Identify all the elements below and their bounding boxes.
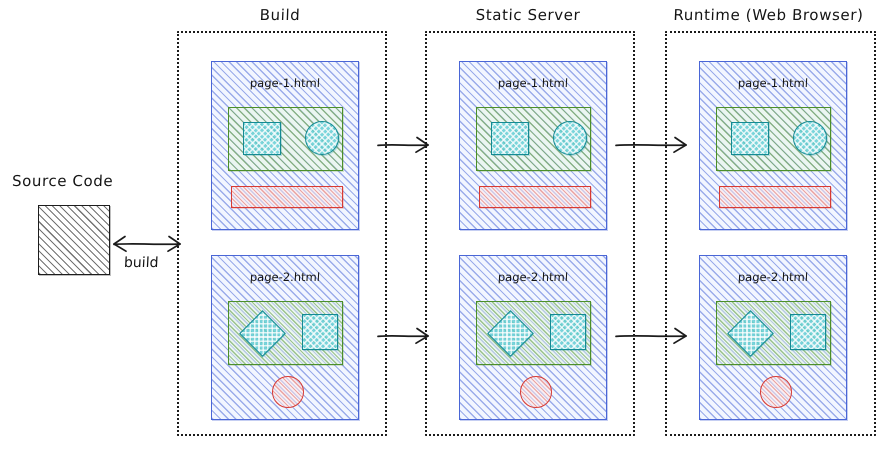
content-shape-diamond <box>727 310 774 357</box>
page-card-runtime-page-1[interactable]: page-1.html <box>699 61 847 230</box>
content-shape-diamond <box>487 310 534 357</box>
page-card-title: page-2.html <box>737 270 809 284</box>
accent-circle <box>760 376 792 408</box>
page-card-title: page-2.html <box>497 270 569 284</box>
content-region <box>228 301 343 365</box>
page-card-build-page-1[interactable]: page-1.html <box>211 61 359 230</box>
stage-frame-build <box>177 31 387 436</box>
page-card-runtime-page-2[interactable]: page-2.html <box>699 255 847 420</box>
accent-bar <box>231 186 343 208</box>
accent-bar <box>719 186 831 208</box>
arrow-server-to-runtime-page-2 <box>615 327 687 345</box>
accent-circle <box>272 376 304 408</box>
content-region <box>228 107 343 171</box>
content-region <box>716 301 831 365</box>
arrow-build-to-server-page-2 <box>377 327 429 345</box>
content-shape-square <box>790 314 826 350</box>
content-shape-square <box>550 314 586 350</box>
hatched-square-icon <box>38 205 110 275</box>
arrow-server-to-runtime-page-1 <box>615 136 687 154</box>
page-card-server-page-2[interactable]: page-2.html <box>459 255 607 420</box>
content-shape-square <box>243 122 281 155</box>
content-region <box>476 107 591 171</box>
page-card-title: page-1.html <box>249 76 321 90</box>
arrow-source-to-build <box>113 235 181 253</box>
content-shape-diamond <box>239 310 286 357</box>
content-shape-circle <box>793 121 827 155</box>
stage-frame-static-server <box>425 31 635 436</box>
content-region <box>476 301 591 365</box>
stage-title-static-server: Static Server <box>475 6 581 24</box>
content-shape-square <box>302 314 338 350</box>
content-shape-circle <box>553 121 587 155</box>
page-card-title: page-2.html <box>249 270 321 284</box>
page-card-build-page-2[interactable]: page-2.html <box>211 255 359 420</box>
stage-frame-runtime <box>665 31 876 436</box>
content-region <box>716 107 831 171</box>
source-code-label: Source Code <box>11 172 114 190</box>
page-card-server-page-1[interactable]: page-1.html <box>459 61 607 230</box>
stage-title-build: Build <box>259 6 301 24</box>
page-card-title: page-1.html <box>497 76 569 90</box>
content-shape-square <box>491 122 529 155</box>
arrow-build-to-server-page-1 <box>377 136 429 154</box>
accent-bar <box>479 186 591 208</box>
content-shape-square <box>731 122 769 155</box>
page-card-title: page-1.html <box>737 76 809 90</box>
accent-circle <box>520 376 552 408</box>
stage-title-runtime: Runtime (Web Browser) <box>673 6 864 24</box>
content-shape-circle <box>305 121 339 155</box>
